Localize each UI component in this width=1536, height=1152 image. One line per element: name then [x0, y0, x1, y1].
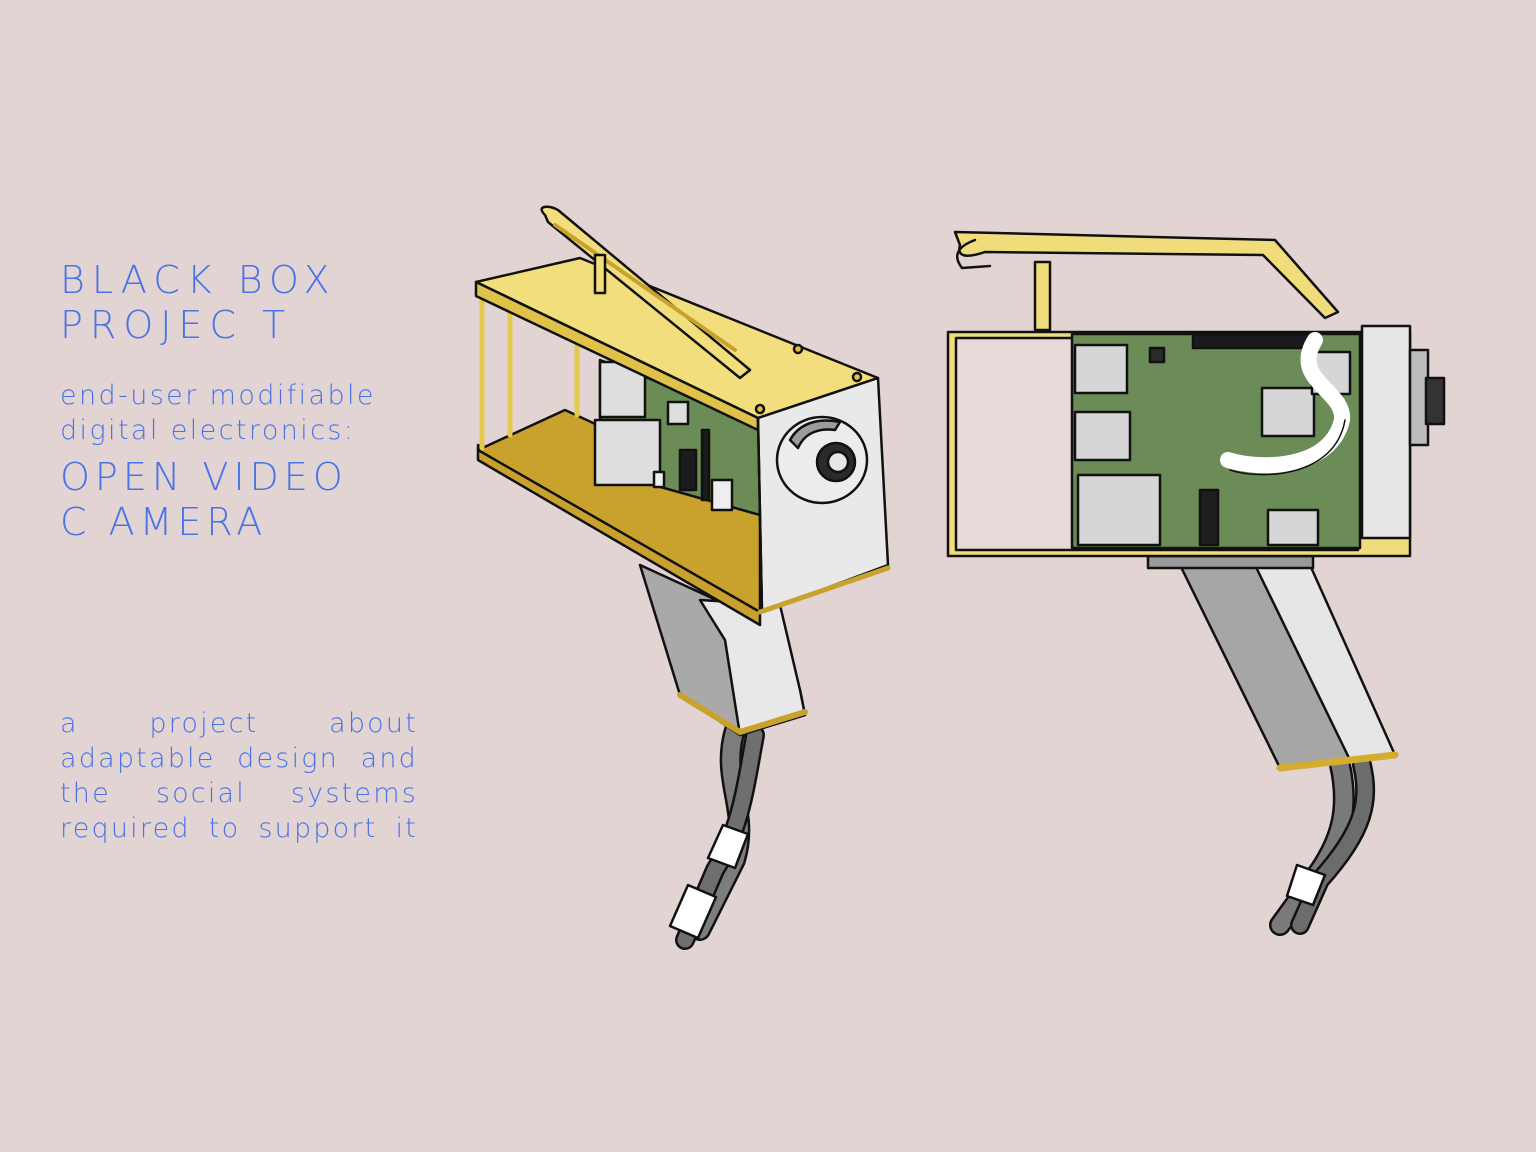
- product-line-2: C AMERA: [60, 500, 268, 544]
- cable-icon: [1269, 754, 1376, 936]
- cable-icon: [668, 719, 765, 950]
- project-description: a project about adaptable design and the…: [60, 706, 418, 846]
- grip-icon: [638, 563, 808, 737]
- subtitle-line-1: end-user modifiable: [60, 380, 376, 411]
- project-title: BLACK BOX PROJEC T: [60, 258, 337, 348]
- grip-icon: [1146, 554, 1399, 772]
- subtitle-line-2: digital electronics:: [60, 415, 356, 446]
- description-line: required to support it: [60, 813, 418, 844]
- product-line-1: OPEN VIDEO: [60, 455, 348, 499]
- title-line-1: BLACK BOX: [60, 258, 337, 302]
- subtitle: end-user modifiable digital electronics:: [60, 378, 376, 448]
- title-line-2: PROJEC T: [60, 303, 293, 347]
- description-line: adaptable design and: [60, 743, 418, 774]
- description-line: the social systems: [60, 778, 418, 809]
- description-line: a project about: [60, 708, 418, 739]
- product-title: OPEN VIDEO C AMERA: [60, 455, 348, 545]
